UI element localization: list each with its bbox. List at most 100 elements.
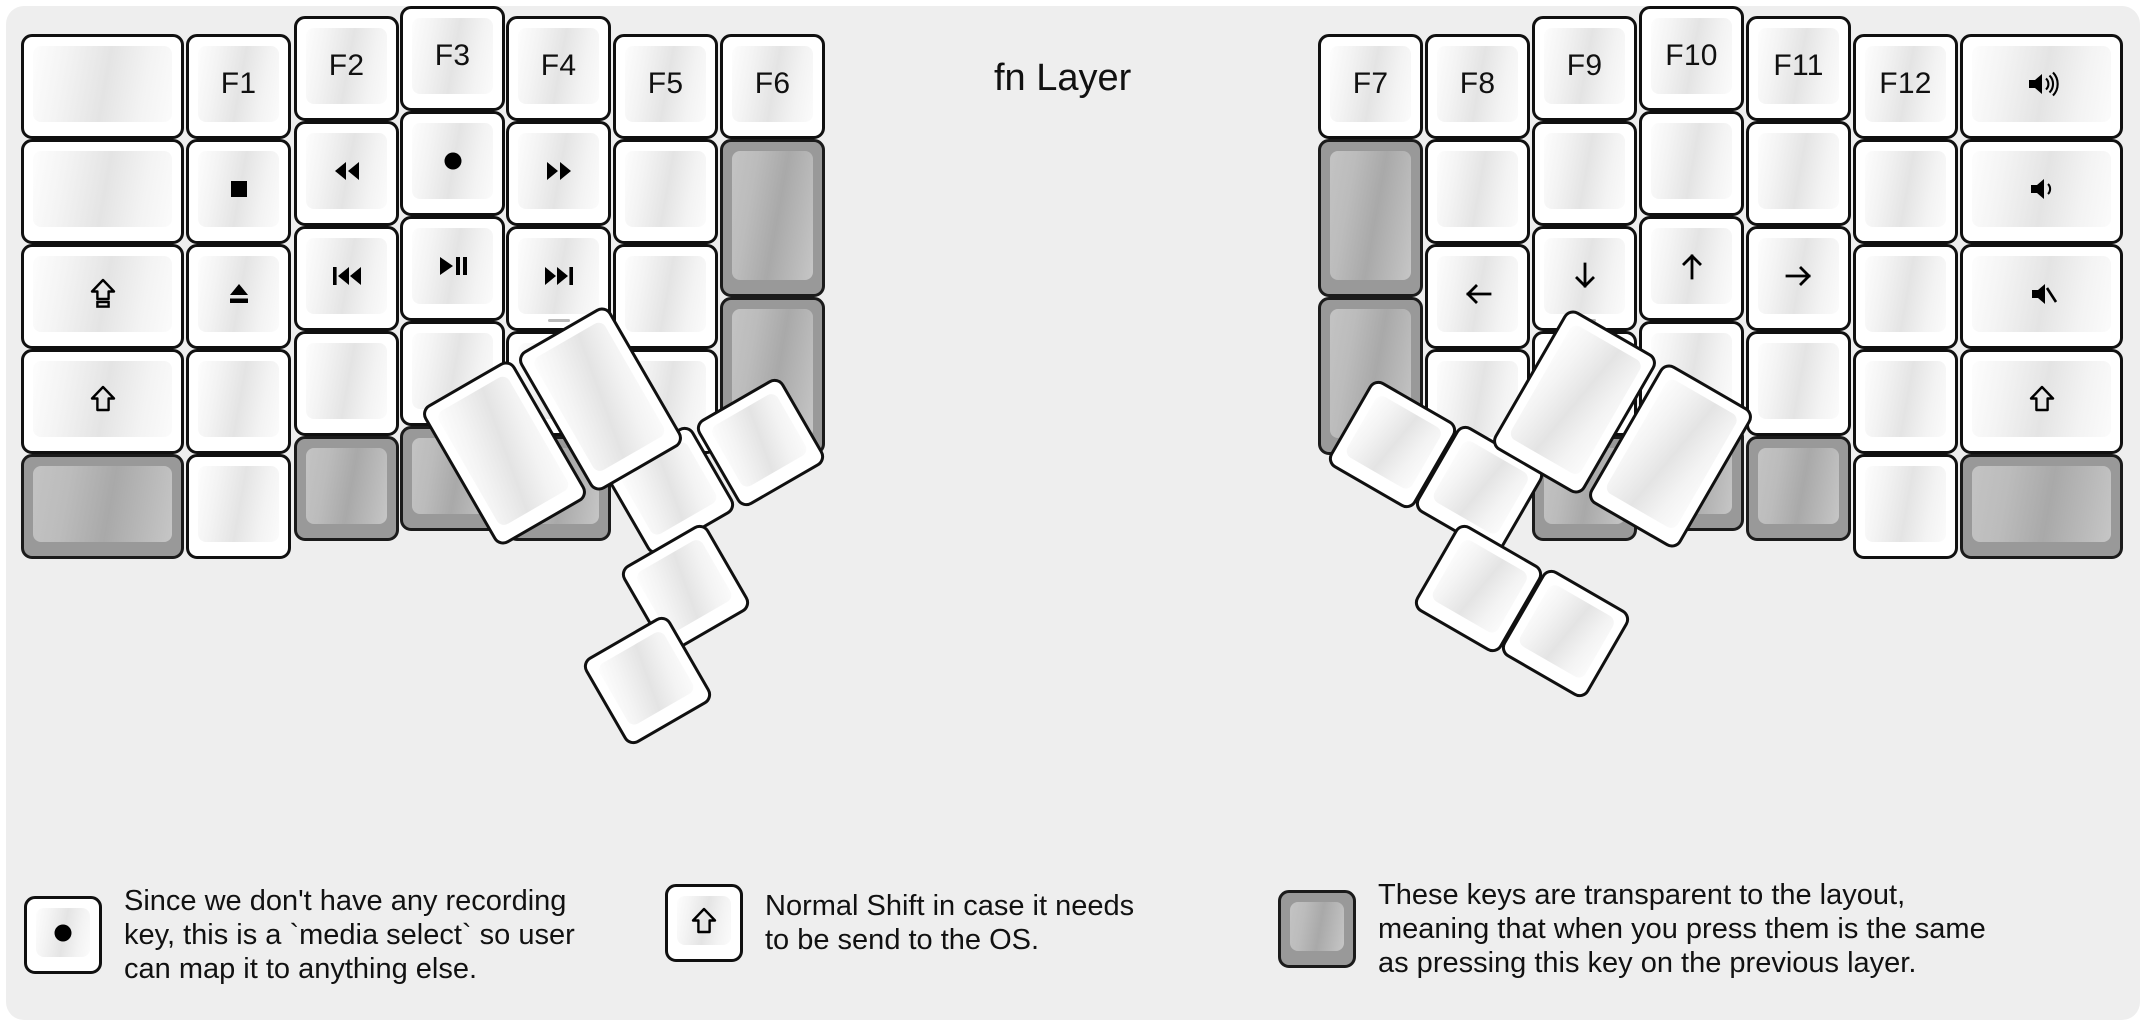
key-label: F10 [1665,39,1718,72]
col-f9-key-1[interactable] [1532,121,1637,226]
legend-sample-key-1[interactable] [665,884,743,962]
col-outer-left-key-3[interactable] [21,349,184,454]
col-f2-key-0[interactable]: F2 [294,16,399,121]
key-cap [33,361,172,437]
col-outer-right-key-3[interactable] [1960,349,2123,454]
key-label: F3 [434,39,471,72]
col-f1-key-4[interactable] [186,454,291,559]
homing-bar [547,319,570,322]
media-rewind-icon [329,153,365,189]
legend-item-2: Normal Shift in case it needs to be send… [665,884,1134,962]
col-f9-key-0[interactable]: F9 [1532,16,1637,121]
col-f12-key-1[interactable] [1853,139,1958,244]
col-outer-left-key-2[interactable] [21,244,184,349]
key-cap [1865,151,1946,227]
col-outer-left-key-4[interactable] [21,454,184,559]
col-f5-key-2[interactable] [613,244,718,349]
col-f10-key-1[interactable] [1639,111,1744,216]
col-outer-right-key-0[interactable] [1960,34,2123,139]
legend-sample-key-2[interactable] [1278,890,1356,969]
col-outer-right-key-4[interactable] [1960,454,2123,559]
key-cap [306,343,387,419]
legend-key-2 [665,884,743,962]
col-f8-key-1[interactable] [1425,139,1530,244]
col-f6-key-0[interactable]: F6 [720,34,825,139]
key-cap: F8 [1437,46,1518,122]
key-cap [198,361,279,437]
key-label: F9 [1566,49,1603,82]
key-cap [198,151,279,227]
col-f12-key-0[interactable]: F12 [1853,34,1958,139]
col-f11-key-1[interactable] [1746,121,1851,226]
col-f8-key-0[interactable]: F8 [1425,34,1530,139]
col-f1-key-0[interactable]: F1 [186,34,291,139]
key-cap [518,238,599,314]
arrow-right-icon [1781,258,1817,294]
col-f7-key-0[interactable]: F7 [1318,34,1423,139]
col-f7-key-1[interactable] [1318,139,1423,297]
legend-key-3 [1278,890,1356,969]
key-cap [306,133,387,209]
key-cap [1865,361,1946,437]
col-outer-right-key-1[interactable] [1960,139,2123,244]
col-f4-key-1[interactable] [506,121,611,226]
key-label: F5 [647,67,684,100]
key-label: F1 [220,67,257,100]
col-f11-key-0[interactable]: F11 [1746,16,1851,121]
legend-item-3: These keys are transparent to the layout… [1278,878,1986,981]
col-outer-left-key-0[interactable] [21,34,184,139]
col-f11-key-4[interactable] [1746,436,1851,541]
col-outer-right-key-2[interactable] [1960,244,2123,349]
col-f3-key-2[interactable] [400,216,505,321]
col-f2-key-3[interactable] [294,331,399,436]
col-f6-key-1[interactable] [720,139,825,297]
legend-text-2: Normal Shift in case it needs to be send… [765,889,1135,956]
col-f2-key-2[interactable] [294,226,399,331]
legend-key-1 [24,896,102,975]
key-cap [1758,448,1839,524]
col-outer-left-key-1[interactable] [21,139,184,244]
col-f1-key-1[interactable] [186,139,291,244]
col-f1-key-3[interactable] [186,349,291,454]
col-f2-key-1[interactable] [294,121,399,226]
key-cap [1437,151,1518,227]
key-cap: F9 [1544,28,1625,104]
key-cap: F6 [732,46,813,122]
col-f10-key-2[interactable] [1639,216,1744,321]
col-f9-key-2[interactable] [1532,226,1637,331]
col-f8-key-2[interactable] [1425,244,1530,349]
key-cap: F1 [198,46,279,122]
key-cap [1290,902,1344,952]
col-f4-key-0[interactable]: F4 [506,16,611,121]
col-f1-key-2[interactable] [186,244,291,349]
key-cap [677,896,731,945]
col-f11-key-3[interactable] [1746,331,1851,436]
col-f5-key-1[interactable] [613,139,718,244]
key-cap [625,256,706,332]
col-f12-key-4[interactable] [1853,454,1958,559]
key-cap: F4 [518,28,599,104]
key-cap [306,238,387,314]
key-cap [1544,133,1625,209]
col-f12-key-2[interactable] [1853,244,1958,349]
key-cap [306,448,387,524]
legend-sample-key-0[interactable] [24,896,102,975]
arrow-down-icon [1567,258,1603,294]
col-f2-key-4[interactable] [294,436,399,541]
caps-lock-icon [85,276,121,312]
key-cap [1544,238,1625,314]
key-cap [625,151,706,227]
col-f12-key-3[interactable] [1853,349,1958,454]
key-label: F2 [328,49,365,82]
key-cap [1651,228,1732,304]
key-cap [1437,256,1518,332]
col-f5-key-0[interactable]: F5 [613,34,718,139]
col-f11-key-2[interactable] [1746,226,1851,331]
key-label: F4 [540,49,577,82]
key-cap [1330,151,1411,280]
col-f3-key-1[interactable] [400,111,505,216]
col-f3-key-0[interactable]: F3 [400,6,505,111]
key-cap [33,256,172,332]
key-label: F6 [754,67,791,100]
col-f10-key-0[interactable]: F10 [1639,6,1744,111]
